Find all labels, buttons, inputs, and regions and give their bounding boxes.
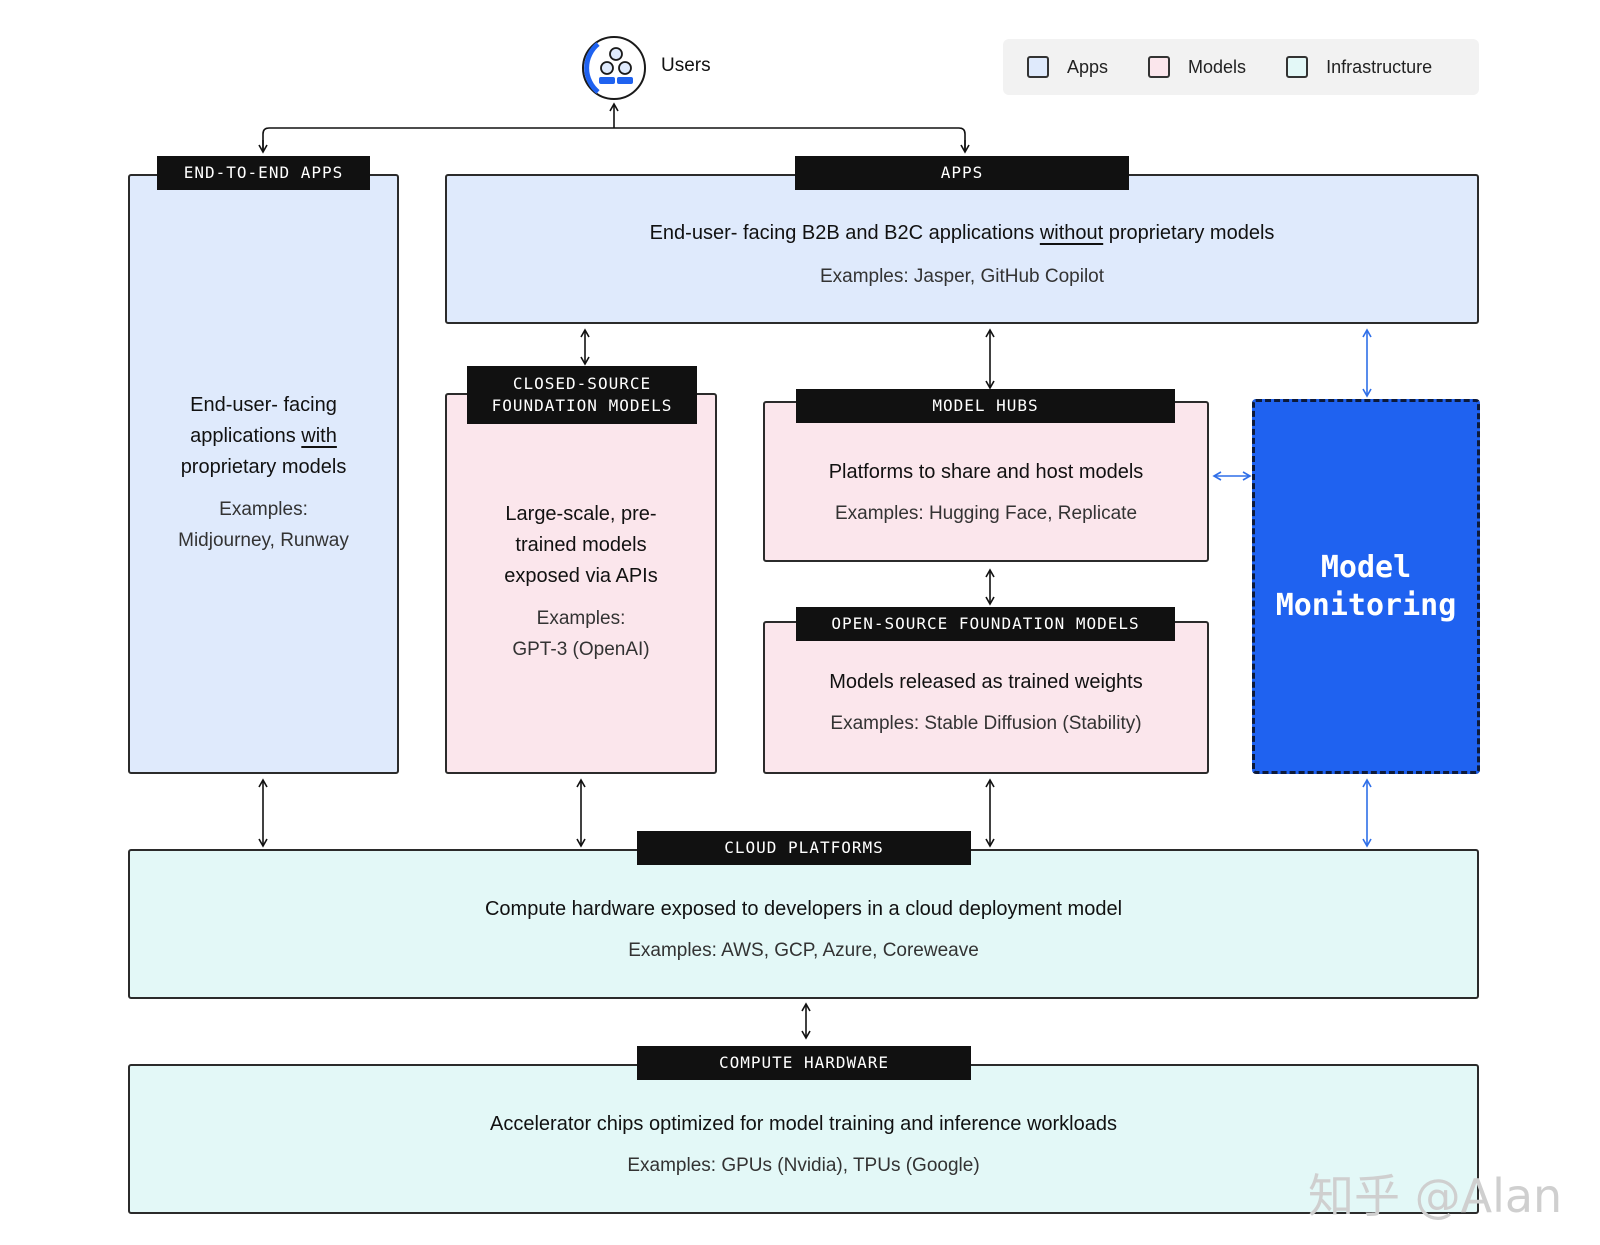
open-source-tag: OPEN-SOURCE FOUNDATION MODELS [796, 607, 1175, 641]
users-branch-line [262, 127, 966, 152]
end-to-end-apps-desc: End-user- facing applications with propr… [150, 390, 377, 483]
cloud-platforms-desc: Compute hardware exposed to developers i… [484, 898, 1123, 920]
model-hubs-tag: MODEL HUBS [796, 389, 1175, 423]
closed-source-tag-line1: CLOSED-SOURCE [512, 373, 652, 393]
model-monitoring-line1: Model [1320, 550, 1412, 585]
end-to-end-apps-box [128, 174, 399, 774]
apps-desc-pre: End-user- facing B2B and B2C application… [649, 222, 1040, 244]
users-label: Users [661, 55, 711, 76]
legend-models-label: Models [1188, 56, 1247, 77]
closed-source-examples-label: Examples: [536, 608, 626, 629]
open-source-desc: Models released as trained weights [829, 671, 1143, 693]
end-to-end-apps-examples-label: Examples: [219, 499, 308, 520]
users-node [580, 34, 648, 102]
end-to-end-apps-desc-post: proprietary models [180, 456, 347, 478]
model-hubs-desc: Platforms to share and host models [828, 461, 1144, 483]
closed-source-box [445, 393, 717, 774]
model-monitoring-label: Model Monitoring [1276, 549, 1457, 624]
open-source-box [763, 621, 1209, 774]
apps-desc-post: proprietary models [1103, 222, 1275, 244]
legend-infrastructure-swatch [1286, 56, 1309, 78]
end-to-end-apps-examples: Midjourney, Runway [178, 530, 349, 551]
end-to-end-apps-desc-underline: with [301, 425, 337, 447]
apps-examples: Examples: Jasper, GitHub Copilot [819, 266, 1105, 287]
apps-desc-underline: without [1039, 222, 1104, 244]
legend: Apps Models Infrastructure [1003, 39, 1479, 95]
closed-source-tag-line2: FOUNDATION MODELS [491, 396, 673, 415]
cloud-platforms-examples: Examples: AWS, GCP, Azure, Coreweave [628, 940, 979, 961]
closed-source-tag: CLOSED-SOURCE FOUNDATION MODELS [467, 366, 697, 424]
legend-models-swatch [1148, 56, 1171, 78]
closed-source-examples: GPT-3 (OpenAI) [512, 639, 650, 660]
legend-apps-label: Apps [1067, 56, 1109, 77]
compute-hardware-examples: Examples: GPUs (Nvidia), TPUs (Google) [627, 1155, 980, 1176]
apps-tag: APPS [795, 156, 1129, 190]
model-monitoring-line2: Monitoring [1275, 587, 1457, 623]
closed-source-desc: Large-scale, pre-trained models exposed … [504, 503, 658, 587]
legend-infrastructure-label: Infrastructure [1326, 56, 1433, 77]
compute-hardware-box [128, 1064, 1479, 1214]
end-to-end-apps-desc-pre: End-user- facing applications [190, 394, 337, 447]
open-source-examples: Examples: Stable Diffusion (Stability) [830, 713, 1142, 734]
legend-infrastructure: Infrastructure [1286, 56, 1432, 78]
compute-hardware-desc: Accelerator chips optimized for model tr… [490, 1113, 1117, 1135]
watermark: 知乎 @Alan [1308, 1169, 1563, 1223]
cloud-platforms-tag: CLOUD PLATFORMS [637, 831, 971, 865]
compute-hardware-tag: COMPUTE HARDWARE [637, 1046, 971, 1080]
apps-box [445, 174, 1479, 324]
model-monitoring-box: Model Monitoring [1252, 399, 1480, 774]
legend-apps-swatch [1027, 56, 1049, 78]
cloud-platforms-box [128, 849, 1479, 999]
users-icon [582, 36, 646, 100]
legend-models: Models [1148, 56, 1246, 78]
model-hubs-examples: Examples: Hugging Face, Replicate [834, 503, 1138, 524]
apps-desc: End-user- facing B2B and B2C application… [445, 218, 1479, 248]
end-to-end-apps-tag: END-TO-END APPS [157, 156, 370, 190]
legend-apps: Apps [1027, 56, 1108, 78]
